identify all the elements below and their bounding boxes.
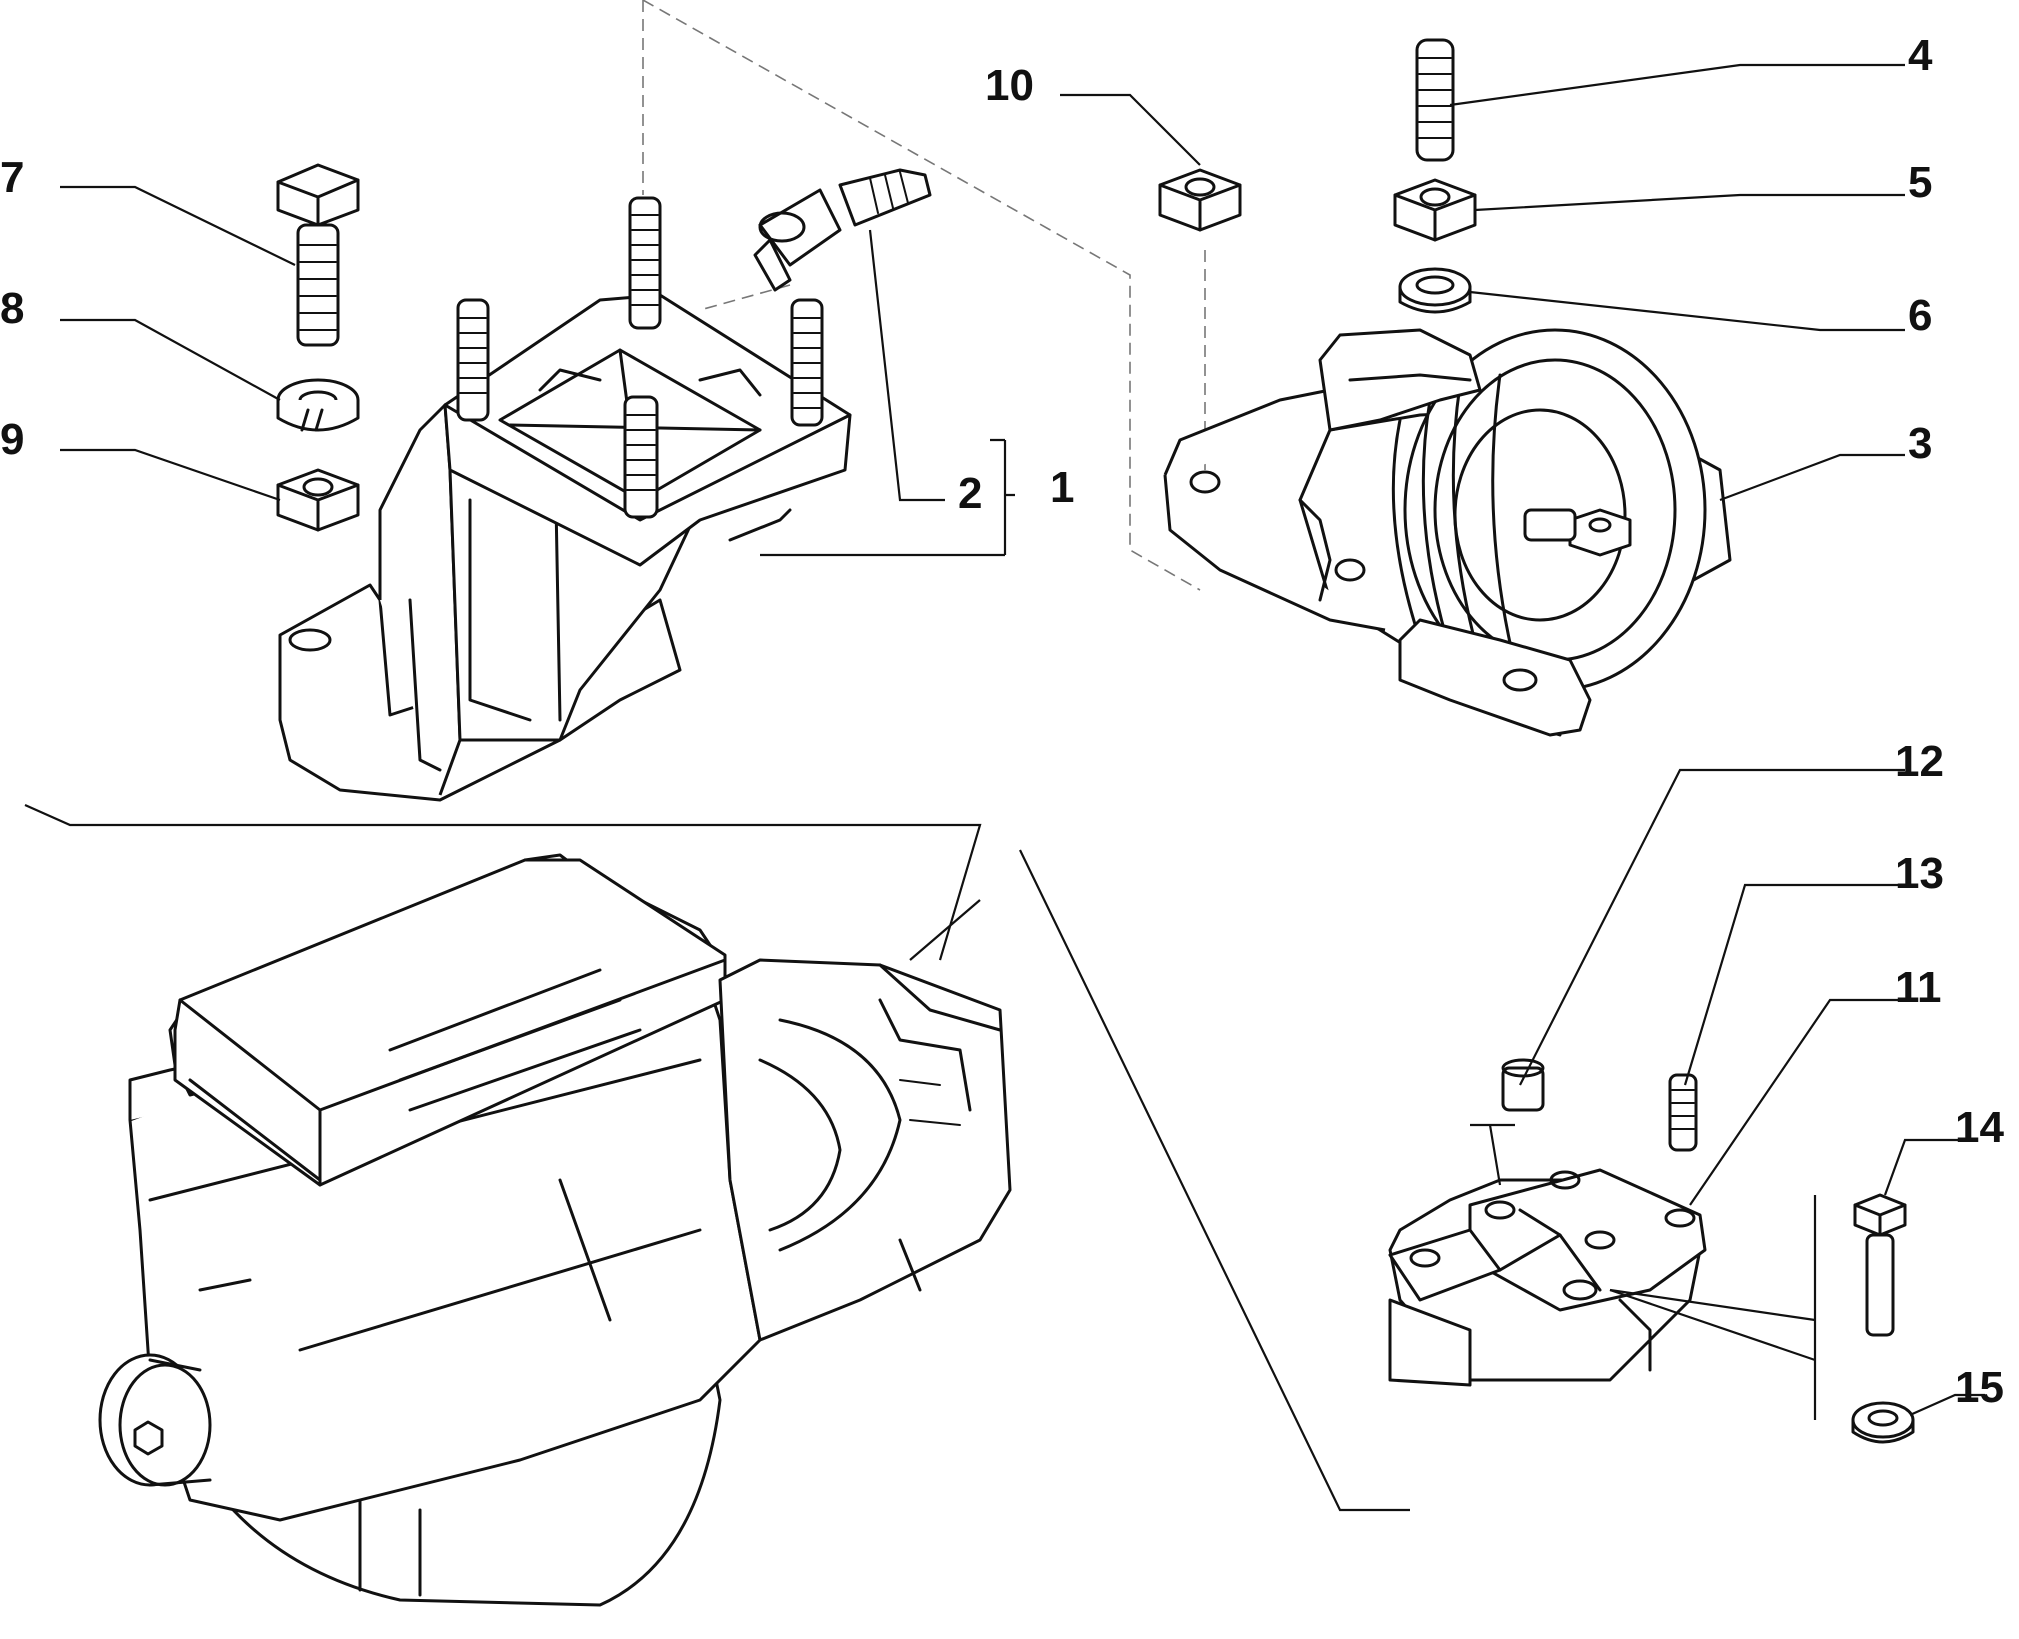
left-engine-mount bbox=[278, 196, 852, 802]
callout-9: 9 bbox=[0, 415, 24, 464]
callout-1: 1 bbox=[1050, 463, 1074, 512]
callout-13: 13 bbox=[1895, 849, 1944, 898]
dashed-assembly-lines bbox=[642, 0, 1206, 591]
connection-lines bbox=[24, 803, 1817, 1512]
callout-3: 3 bbox=[1908, 419, 1932, 468]
callout-15: 15 bbox=[1955, 1363, 2004, 1412]
bolt-7 bbox=[276, 163, 360, 347]
mount-studs bbox=[456, 196, 824, 519]
nut-5 bbox=[1393, 178, 1477, 242]
hex-head-stud bbox=[753, 168, 932, 292]
stud-13 bbox=[1668, 1073, 1698, 1152]
callout-leaders bbox=[60, 63, 1985, 1417]
right-engine-mount bbox=[1163, 328, 1732, 737]
callout-6: 6 bbox=[1908, 291, 1932, 340]
rear-bracket bbox=[1388, 1168, 1707, 1387]
stud-4 bbox=[1415, 38, 1455, 162]
callout-4: 4 bbox=[1908, 31, 1933, 80]
callout-12: 12 bbox=[1895, 737, 1944, 786]
nut-9 bbox=[276, 468, 360, 532]
callout-11: 11 bbox=[1895, 963, 1942, 1012]
callout-10: 10 bbox=[985, 61, 1034, 110]
callout-8: 8 bbox=[0, 284, 24, 333]
callout-7: 7 bbox=[0, 153, 24, 202]
callout-14: 14 bbox=[1955, 1103, 2004, 1152]
bolt-14 bbox=[1853, 1193, 1907, 1337]
callout-5: 5 bbox=[1908, 158, 1932, 207]
callout-2: 2 bbox=[958, 469, 982, 518]
nut-10 bbox=[1158, 168, 1242, 232]
engine-block bbox=[98, 853, 1012, 1607]
washer-15 bbox=[1851, 1401, 1915, 1444]
callout-labels: 1 2 3 4 5 6 7 8 9 10 11 12 13 14 15 bbox=[0, 31, 2004, 1412]
bushing-12 bbox=[1501, 1058, 1545, 1112]
split-washer-8 bbox=[276, 378, 360, 432]
washer-6 bbox=[1398, 267, 1472, 314]
